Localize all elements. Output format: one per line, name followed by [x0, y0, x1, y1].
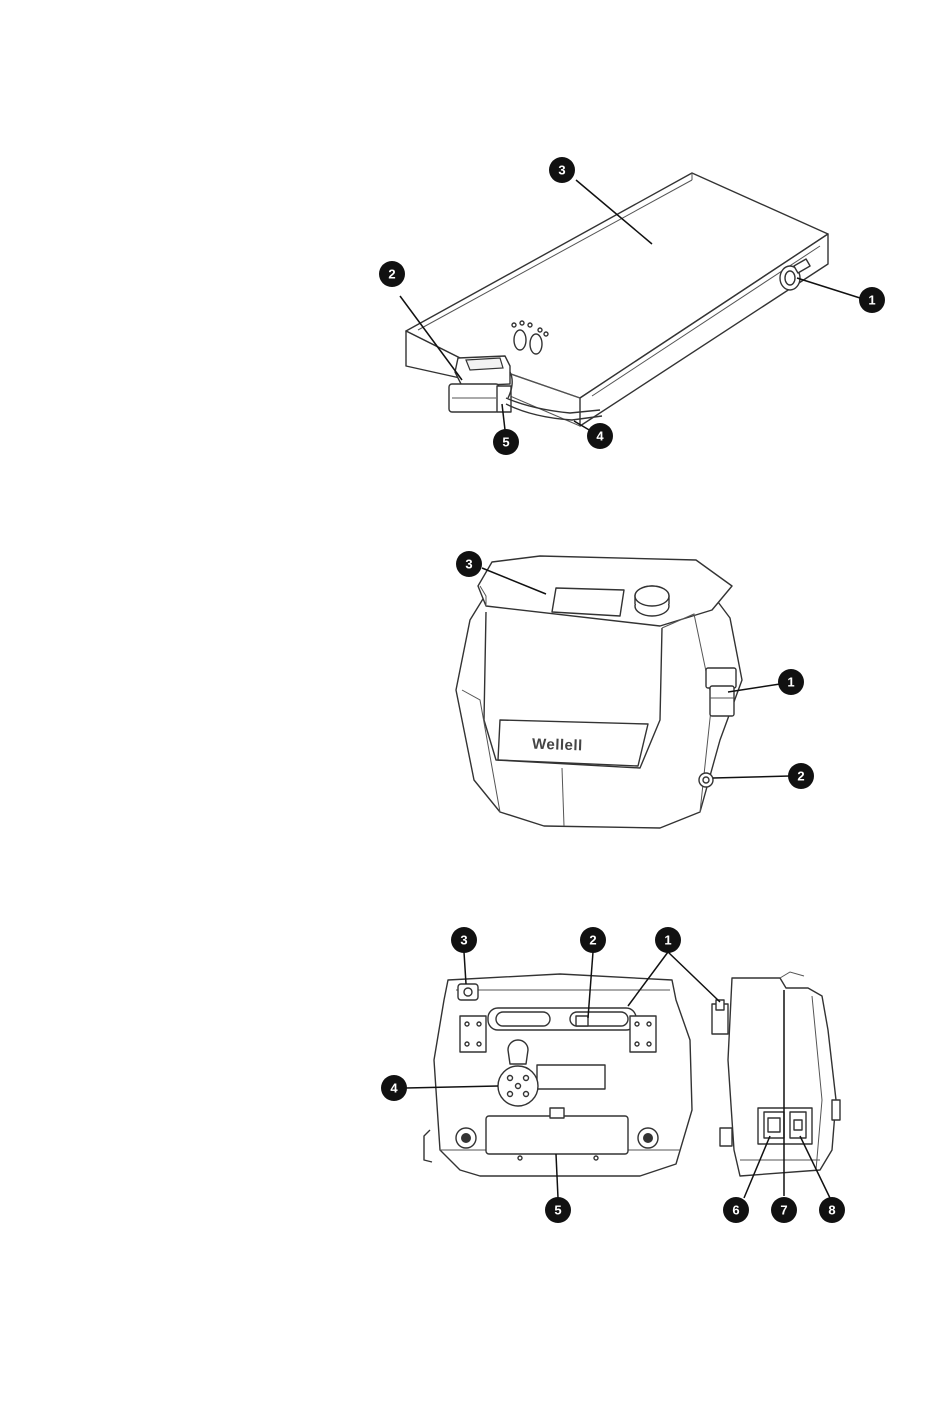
callout-2: 2: [580, 927, 606, 953]
callout-1: 1: [859, 287, 885, 313]
svg-text:5: 5: [502, 435, 509, 450]
mattress-figure: 3 2 1 4 5: [379, 157, 885, 455]
callout-2: 2: [379, 261, 405, 287]
svg-text:1: 1: [664, 933, 671, 948]
svg-text:6: 6: [732, 1203, 739, 1218]
callout-2: 2: [788, 763, 814, 789]
pump-rear-figure: 3 2 1 4 5 6 7 8: [381, 927, 845, 1223]
control-knob: [635, 586, 669, 616]
svg-text:3: 3: [460, 933, 467, 948]
svg-text:4: 4: [390, 1081, 398, 1096]
svg-text:3: 3: [465, 557, 472, 572]
callout-4: 4: [381, 1075, 407, 1101]
callout-3: 3: [456, 551, 482, 577]
callout-1: 1: [655, 927, 681, 953]
callout-4: 4: [587, 423, 613, 449]
svg-text:1: 1: [868, 293, 875, 308]
rear-indicator-icon: [458, 984, 478, 1000]
callout-1: 1: [778, 669, 804, 695]
display-screen: [552, 588, 624, 616]
svg-text:1: 1: [787, 675, 794, 690]
svg-text:2: 2: [388, 267, 395, 282]
pump-front-figure: Wellell 3 1 2: [456, 551, 814, 828]
svg-text:7: 7: [780, 1203, 787, 1218]
svg-text:2: 2: [797, 769, 804, 784]
cpr-valve-unit: [449, 356, 511, 412]
power-switch: [790, 1112, 806, 1138]
callout-7: 7: [771, 1197, 797, 1223]
callout-5: 5: [493, 429, 519, 455]
power-socket: [764, 1112, 784, 1138]
carry-handle: [488, 1008, 636, 1030]
pump-body: [456, 594, 742, 828]
svg-text:5: 5: [554, 1203, 561, 1218]
filter-cover: [486, 1108, 628, 1160]
power-inlet-panel: [758, 1108, 812, 1144]
callout-3: 3: [451, 927, 477, 953]
svg-text:8: 8: [828, 1203, 835, 1218]
callout-5: 5: [545, 1197, 571, 1223]
callout-6: 6: [723, 1197, 749, 1223]
callout-8: 8: [819, 1197, 845, 1223]
svg-text:4: 4: [596, 429, 604, 444]
callout-3: 3: [549, 157, 575, 183]
svg-text:3: 3: [558, 163, 565, 178]
svg-text:2: 2: [589, 933, 596, 948]
brand-label: Wellell: [532, 736, 583, 755]
air-connector-port: [699, 773, 713, 787]
